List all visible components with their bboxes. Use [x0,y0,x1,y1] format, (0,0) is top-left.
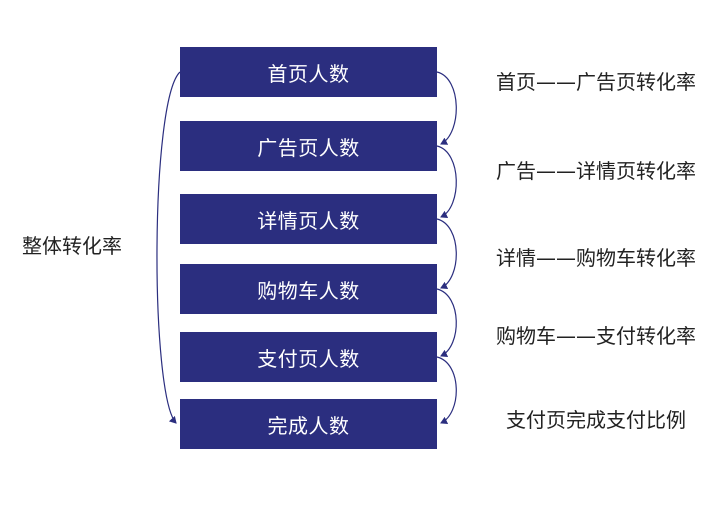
step-label: 详情页人数 [257,208,360,233]
step-box-home: 首页人数 [180,47,437,97]
step-label: 完成人数 [267,413,350,438]
overall-rate-label: 整体转化率 [22,234,122,258]
step-label: 首页人数 [267,61,350,86]
rate-label-cart-payment: 购物车——支付转化率 [496,324,696,348]
connector-step-4-5 [436,288,457,358]
rate-label-payment-complete: 支付页完成支付比例 [506,408,686,432]
connector-step-3-4 [436,218,457,290]
connector-step-5-6 [436,356,457,425]
step-box-complete: 完成人数 [180,399,437,449]
connector-step-2-3 [436,145,457,219]
connector-step-1-2 [436,71,457,145]
step-box-detail: 详情页人数 [180,194,437,244]
connector-overall [156,71,181,424]
rate-label-detail-cart: 详情——购物车转化率 [496,246,696,270]
step-label: 广告页人数 [257,135,360,160]
rate-label-home-ad: 首页——广告页转化率 [496,70,696,94]
step-label: 支付页人数 [257,346,360,371]
step-box-ad: 广告页人数 [180,121,437,171]
step-label: 购物车人数 [257,278,360,303]
step-box-payment: 支付页人数 [180,332,437,382]
step-box-cart: 购物车人数 [180,264,437,314]
rate-label-ad-detail: 广告——详情页转化率 [496,159,696,183]
